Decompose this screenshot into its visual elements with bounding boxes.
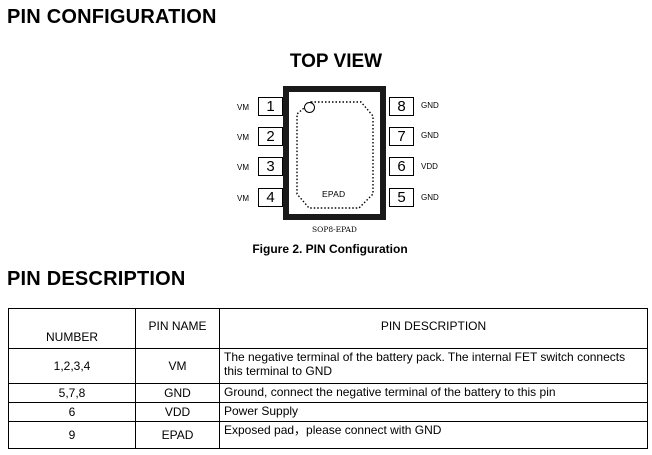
cell-pin-name: EPAD <box>135 421 220 449</box>
figure-caption: Figure 2. PIN Configuration <box>252 242 408 256</box>
top-view-label: TOP VIEW <box>289 51 383 72</box>
pin-2-name: VM <box>237 133 249 142</box>
table-row: 6 VDD Power Supply <box>8 402 648 422</box>
pin-8-name: GND <box>421 101 439 110</box>
pin-5-box: 5 <box>389 188 414 207</box>
header-pin-name: PIN NAME <box>135 308 220 349</box>
pin-7-box: 7 <box>389 127 414 146</box>
pin-8-box: 8 <box>389 97 414 116</box>
pin-configuration-heading: PIN CONFIGURATION <box>7 6 217 28</box>
package-name: SOP8-EPAD <box>312 225 357 234</box>
pin-7-name: GND <box>421 131 439 140</box>
pin-description-table: NUMBER PIN NAME PIN DESCRIPTION 1,2,3,4 … <box>8 308 648 449</box>
table-row: 5,7,8 GND Ground, connect the negative t… <box>8 383 648 403</box>
epad-label: EPAD <box>322 189 346 199</box>
pin-6-name: VDD <box>421 162 438 171</box>
cell-description: Exposed pad，please connect with GND <box>219 421 648 449</box>
pin-1-box: 1 <box>258 97 283 116</box>
pin-6-box: 6 <box>389 157 414 176</box>
cell-number: 5,7,8 <box>8 383 136 403</box>
pin-3-name: VM <box>237 163 249 172</box>
pin-description-heading: PIN DESCRIPTION <box>7 268 186 290</box>
table-header-row: NUMBER PIN NAME PIN DESCRIPTION <box>8 308 648 349</box>
cell-number: 1,2,3,4 <box>8 348 136 384</box>
header-pin-description: PIN DESCRIPTION <box>219 308 648 349</box>
pin-4-name: VM <box>237 194 249 203</box>
cell-description: The negative terminal of the battery pac… <box>219 348 648 384</box>
pin-5-name: GND <box>421 193 439 202</box>
pin1-indicator-icon <box>304 102 315 113</box>
pin-2-box: 2 <box>258 127 283 146</box>
pin-3-box: 3 <box>258 157 283 176</box>
pin-1-name: VM <box>237 103 249 112</box>
table-row: 1,2,3,4 VM The negative terminal of the … <box>8 348 648 384</box>
epad-outline <box>296 101 374 209</box>
cell-pin-name: VM <box>135 348 220 384</box>
cell-pin-name: VDD <box>135 402 220 422</box>
header-number: NUMBER <box>8 308 136 349</box>
pin-4-box: 4 <box>258 188 283 207</box>
cell-description: Ground, connect the negative terminal of… <box>219 383 648 403</box>
ic-package: EPAD <box>283 86 386 220</box>
cell-number: 9 <box>8 421 136 449</box>
table-row: 9 EPAD Exposed pad，please connect with G… <box>8 421 648 449</box>
cell-pin-name: GND <box>135 383 220 403</box>
cell-description: Power Supply <box>219 402 648 422</box>
cell-number: 6 <box>8 402 136 422</box>
